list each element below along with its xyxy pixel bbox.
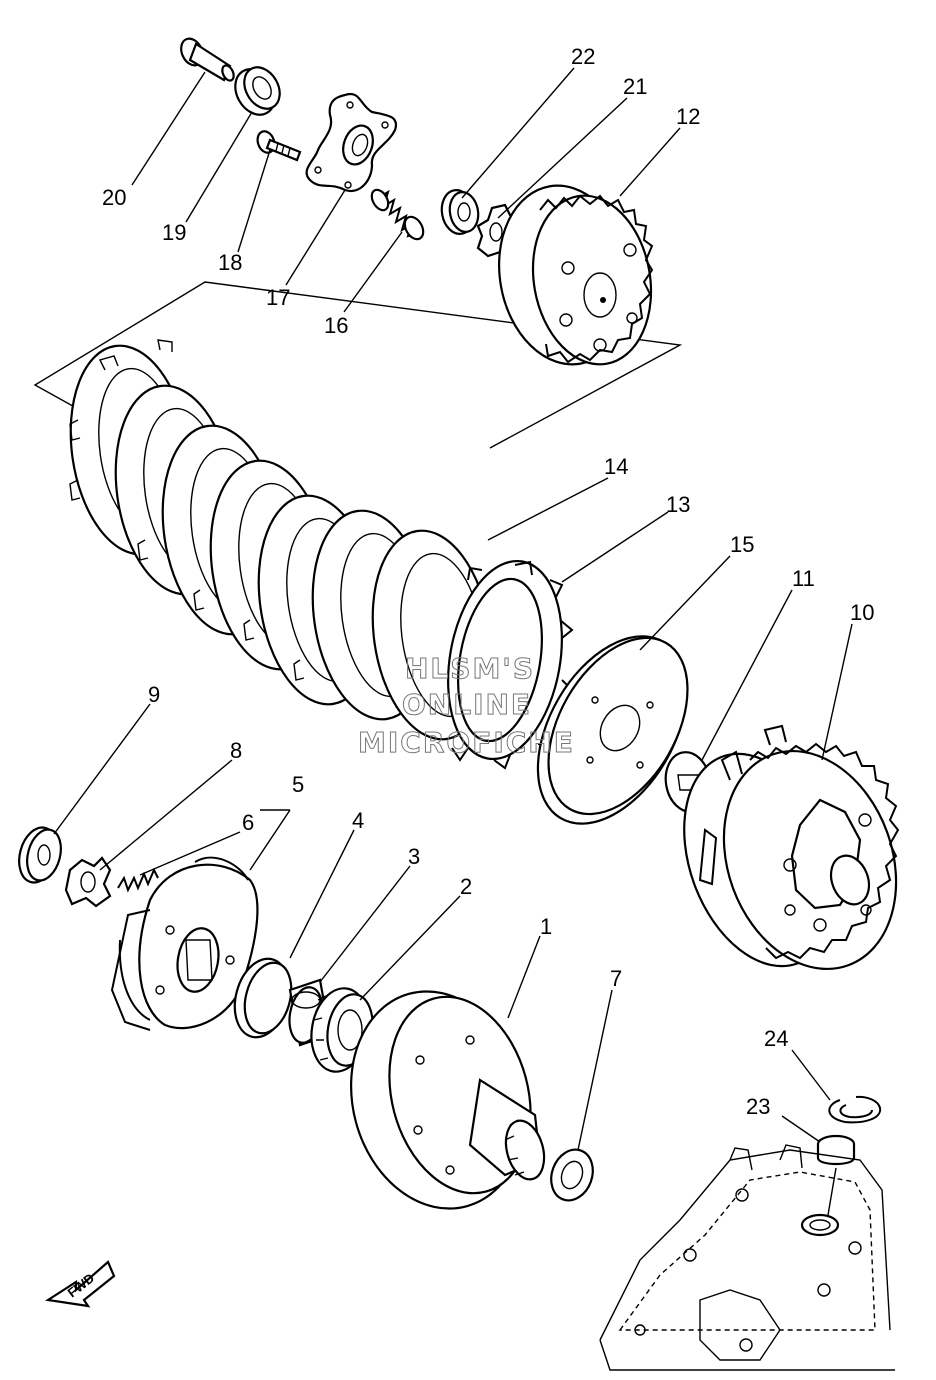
part-label-5: 5 xyxy=(292,772,304,797)
part-label-1: 1 xyxy=(540,914,552,939)
part-22-nut xyxy=(440,189,480,235)
leader-lines xyxy=(53,67,853,1151)
part-13-friction-plate xyxy=(447,559,574,770)
part-label-14: 14 xyxy=(604,454,628,479)
watermark: HLSM'S ONLINE MICROFICHE xyxy=(358,652,575,760)
part-label-3: 3 xyxy=(408,844,420,869)
part-7-washer xyxy=(550,1148,594,1202)
part-19-bearing xyxy=(234,66,281,116)
part-label-20: 20 xyxy=(102,185,126,210)
part-label-9: 9 xyxy=(148,682,160,707)
part-label-15: 15 xyxy=(730,532,754,557)
part-label-8: 8 xyxy=(230,738,242,763)
forward-arrow-icon: FWD xyxy=(44,1260,116,1308)
part-label-19: 19 xyxy=(162,220,186,245)
part-label-18: 18 xyxy=(218,250,242,275)
part-label-17: 17 xyxy=(266,285,290,310)
part-label-4: 4 xyxy=(352,808,364,833)
part-14-friction-plates xyxy=(69,339,493,741)
part-9-washer xyxy=(18,826,62,884)
part-label-24: 24 xyxy=(764,1026,788,1051)
part-label-10: 10 xyxy=(850,600,874,625)
part-label-16: 16 xyxy=(324,313,348,338)
watermark-line-1: HLSM'S xyxy=(405,652,535,685)
part-number-labels: 20 19 18 17 16 22 21 12 14 13 15 11 10 9… xyxy=(102,44,874,1119)
part-label-23: 23 xyxy=(746,1094,770,1119)
watermark-line-3: MICROFICHE xyxy=(358,726,575,759)
crankcase-section xyxy=(599,1144,895,1371)
part-2-bearing xyxy=(310,987,374,1073)
part-label-2: 2 xyxy=(460,874,472,899)
part-label-13: 13 xyxy=(666,492,690,517)
part-label-21: 21 xyxy=(623,74,647,99)
part-label-12: 12 xyxy=(676,104,700,129)
part-24-circlip xyxy=(828,1095,882,1124)
part-18-bolt xyxy=(256,130,302,162)
part-12-clutch-boss xyxy=(498,184,654,366)
part-label-6: 6 xyxy=(242,810,254,835)
part-10-clutch-housing xyxy=(683,724,900,971)
part-17-pressure-plate xyxy=(305,92,398,193)
part-6-spring xyxy=(117,867,159,893)
part-23-plug xyxy=(816,1134,856,1216)
part-8-lock-washer xyxy=(64,856,112,908)
watermark-line-2: ONLINE xyxy=(402,688,532,721)
part-20-pin xyxy=(180,37,235,82)
part-16-spring xyxy=(370,188,425,241)
part-label-7: 7 xyxy=(610,966,622,991)
part-label-11: 11 xyxy=(792,566,815,591)
part-1-primary-drive-housing xyxy=(350,990,546,1210)
part-15-plate xyxy=(536,635,689,825)
part-label-22: 22 xyxy=(571,44,595,69)
clutch-pack-bracket xyxy=(33,281,683,449)
part-4-washer xyxy=(233,957,293,1039)
